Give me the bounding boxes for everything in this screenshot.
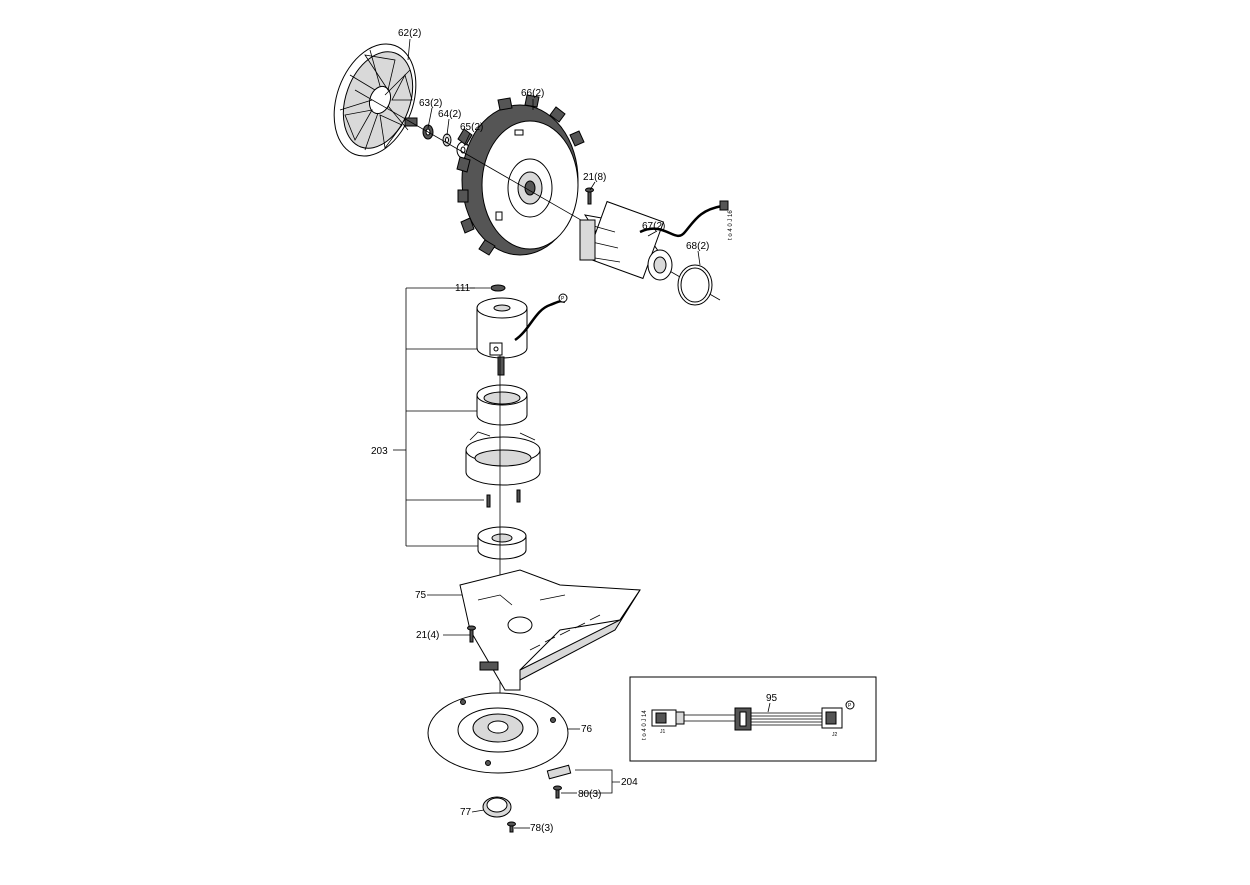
- callout-75: 75: [415, 590, 427, 601]
- cutter-hub: [477, 526, 527, 560]
- hub-cap-part-62: [333, 43, 418, 157]
- motor-housing: [465, 431, 541, 486]
- callout-78: 78(3): [530, 823, 553, 834]
- callout-64: 64(2): [438, 109, 461, 120]
- connector-j1-label: J1: [660, 729, 666, 735]
- cutter-motor: [476, 297, 528, 376]
- ref-p-inset: P: [848, 703, 852, 709]
- callout-66: 66(2): [521, 88, 544, 99]
- washer-part-64: [442, 133, 452, 147]
- leader-lines: [407, 38, 701, 829]
- callout-111: 111: [455, 283, 471, 294]
- motor-connector: [719, 200, 729, 211]
- drawing-code-top: t o 4 0 J 16: [728, 210, 734, 240]
- drawing-code-inset: t o 4 0 J 14: [642, 710, 648, 740]
- chassis-part-75: [459, 569, 641, 691]
- assembly-bracket-203: [405, 287, 484, 547]
- callout-21-lower: 21(4): [416, 630, 439, 641]
- callout-65: 65(2): [460, 122, 483, 133]
- screw-part-21-top: [585, 187, 594, 205]
- callout-80: 80(3): [578, 789, 601, 800]
- callout-203: 203: [371, 446, 388, 457]
- o-ring-part-68: [677, 264, 713, 306]
- motor-part-67: [579, 200, 673, 281]
- callout-67: 67(2): [642, 221, 665, 232]
- callout-62: 62(2): [398, 28, 421, 39]
- callout-68: 68(2): [686, 241, 709, 252]
- ref-p-top: P: [561, 296, 565, 302]
- callout-204: 204: [621, 777, 638, 788]
- ref-circle-p-top: [558, 293, 568, 303]
- callout-21-top: 21(8): [583, 172, 606, 183]
- motor-cup: [476, 384, 528, 426]
- cable-inset: t o 4 0 J 14 95 J1 J2 P: [629, 676, 877, 762]
- screw-left: [486, 494, 491, 508]
- disc-part-76: [427, 692, 569, 774]
- bracket-204: [575, 769, 620, 794]
- screw-right: [516, 489, 521, 503]
- callout-95: 95: [766, 693, 778, 704]
- motor-cable: [639, 204, 723, 238]
- wheel-part-66: [456, 94, 585, 256]
- screw-part-78: [507, 821, 516, 833]
- connector-j2-label: J2: [832, 732, 838, 738]
- cap-part-77: [482, 796, 512, 818]
- plate-part-204: [546, 764, 572, 780]
- callout-63: 63(2): [419, 98, 442, 109]
- screw-part-80: [553, 785, 562, 799]
- callout-77: 77: [460, 807, 472, 818]
- ref-circle-p-inset: [845, 700, 855, 710]
- callout-76: 76: [581, 724, 593, 735]
- ring-part-111: [490, 284, 506, 292]
